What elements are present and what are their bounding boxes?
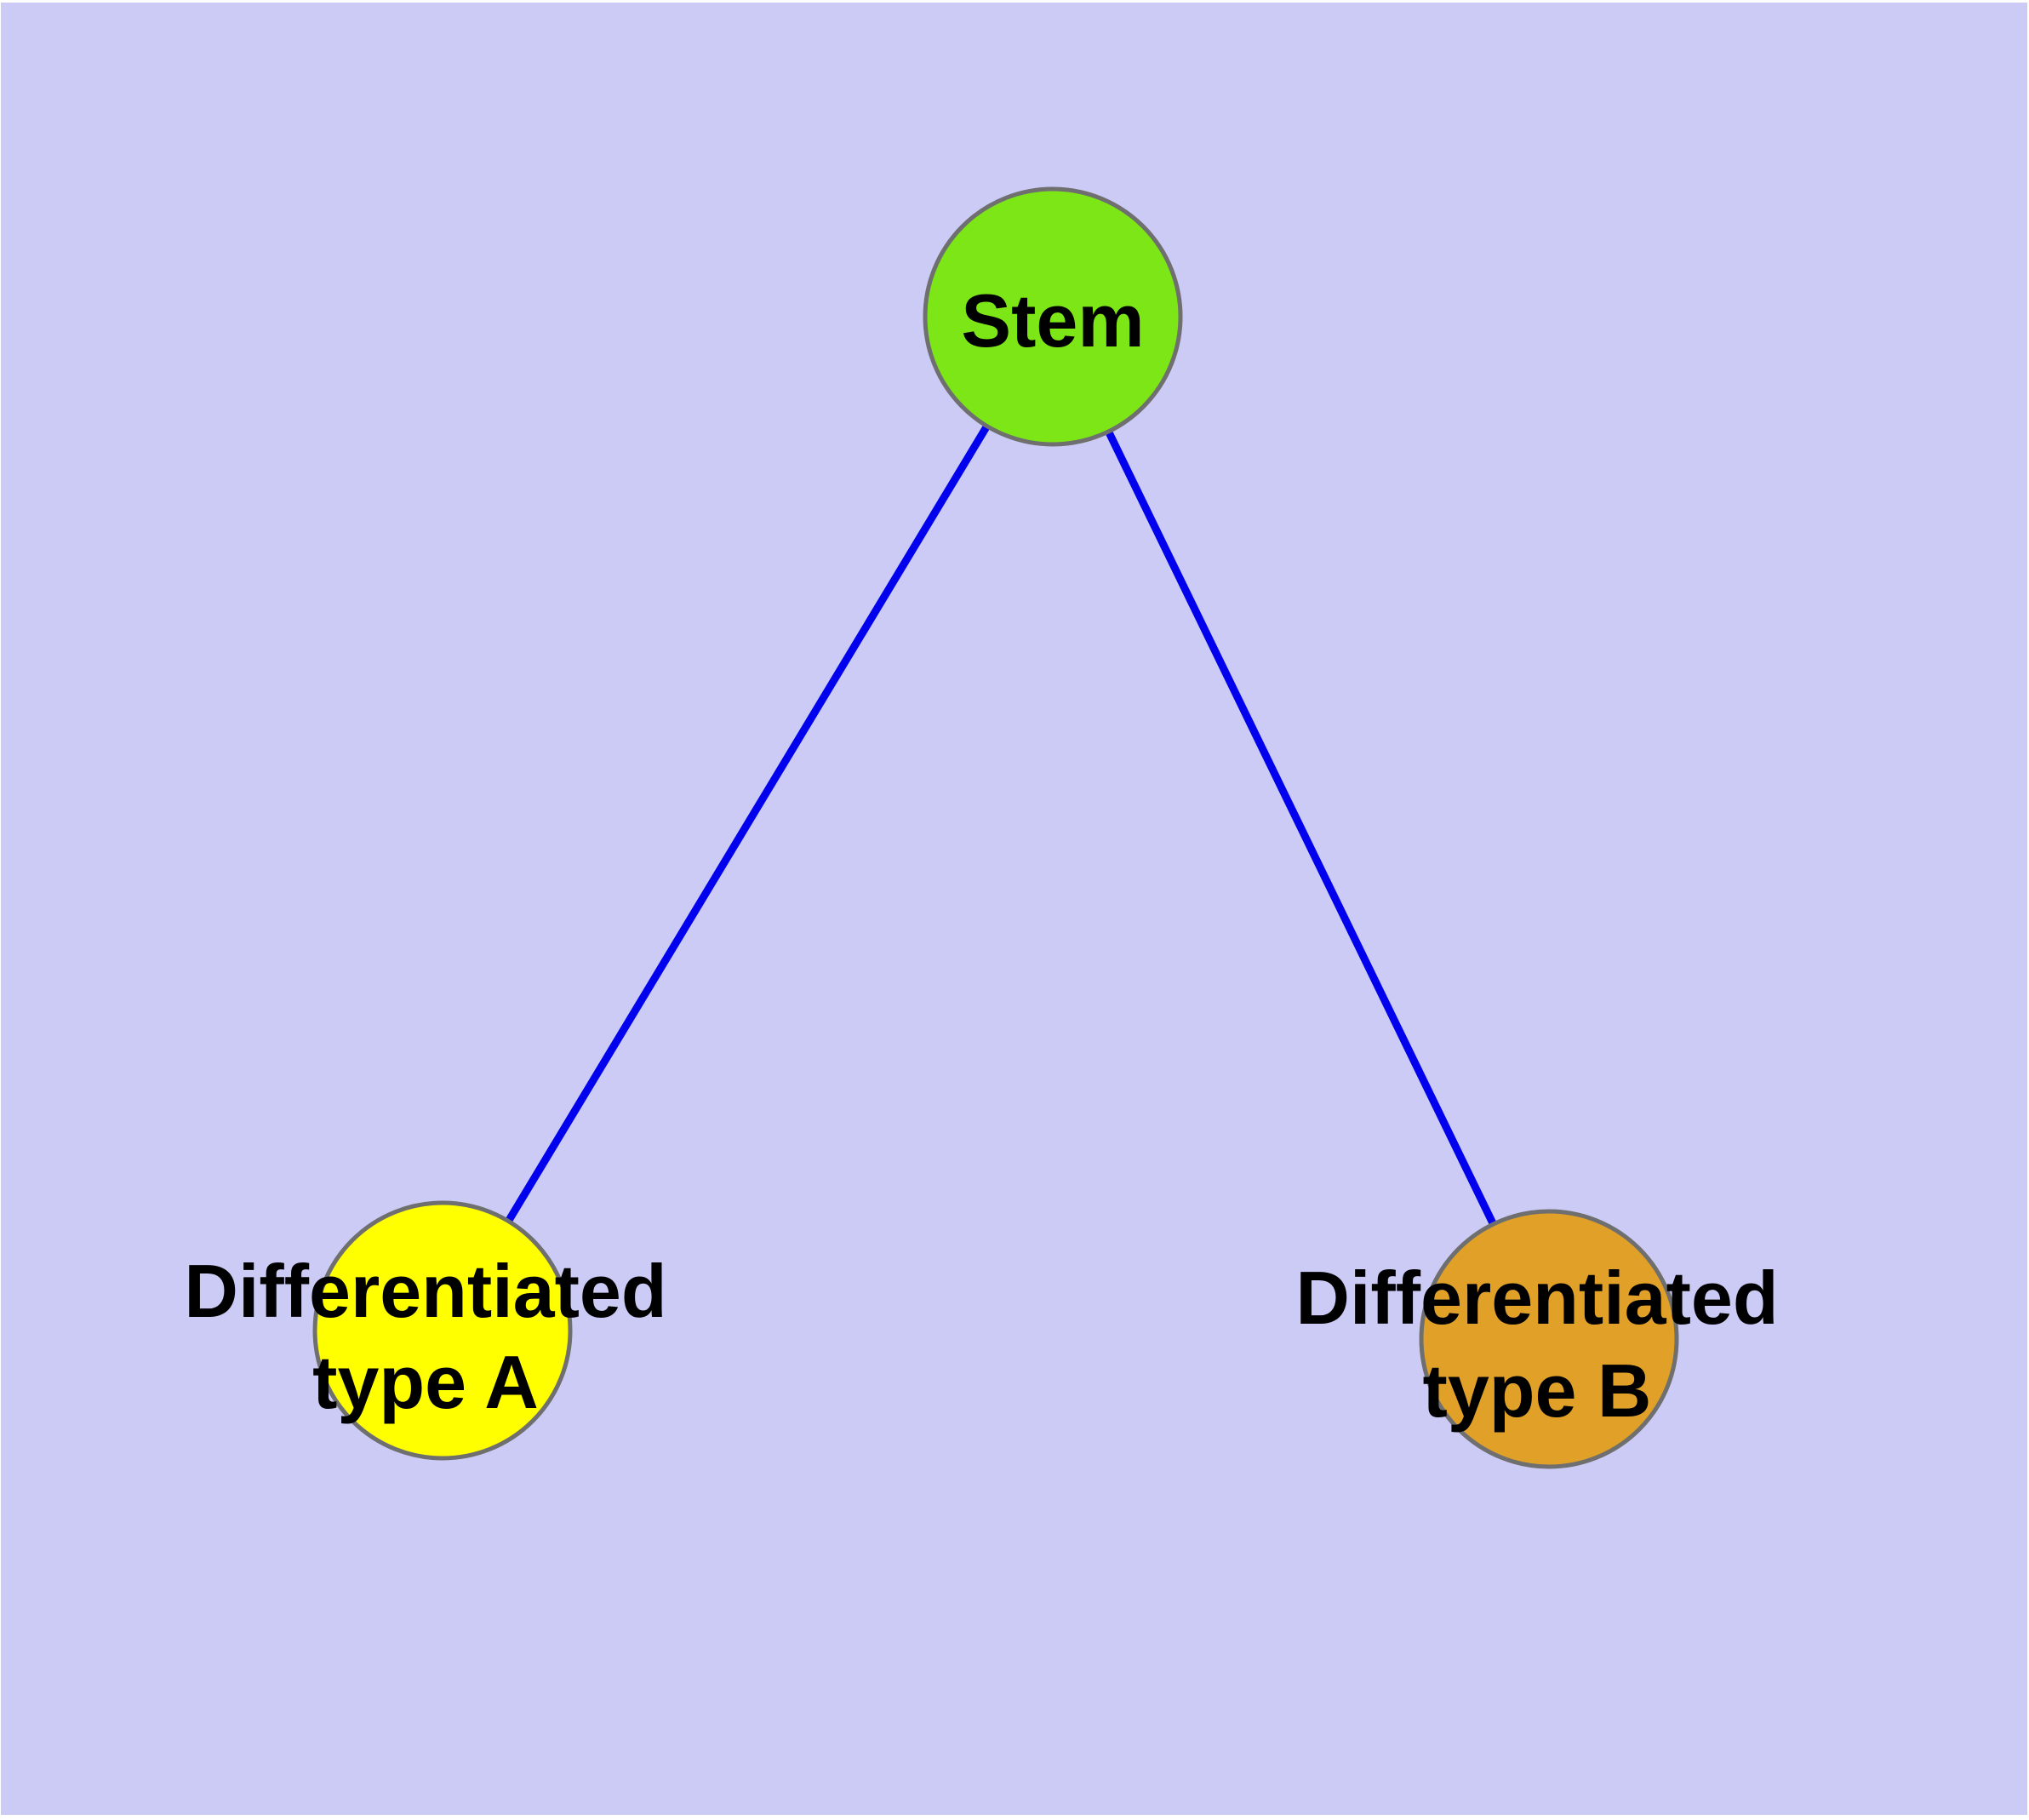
node-type-a-label-line2: type A [312,1340,539,1424]
node-type-b-label-line1: Differentiated [1295,1256,1778,1340]
edge-stem-to-type-b [1049,315,1553,1341]
node-stem-label: Stem [961,278,1144,363]
node-type-b-circle [1419,1209,1679,1469]
node-type-a-circle [312,1200,573,1461]
node-type-a-label-line1: Differentiated [184,1249,666,1333]
node-stem: Stem [923,186,1183,447]
edge-stem-to-type-a [439,314,1056,1333]
node-stem-circle [923,186,1183,447]
node-type-a: Differentiated type A [184,1200,667,1461]
node-type-b-label-line2: type B [1423,1348,1652,1433]
node-type-b: Differentiated type B [1295,1209,1779,1469]
